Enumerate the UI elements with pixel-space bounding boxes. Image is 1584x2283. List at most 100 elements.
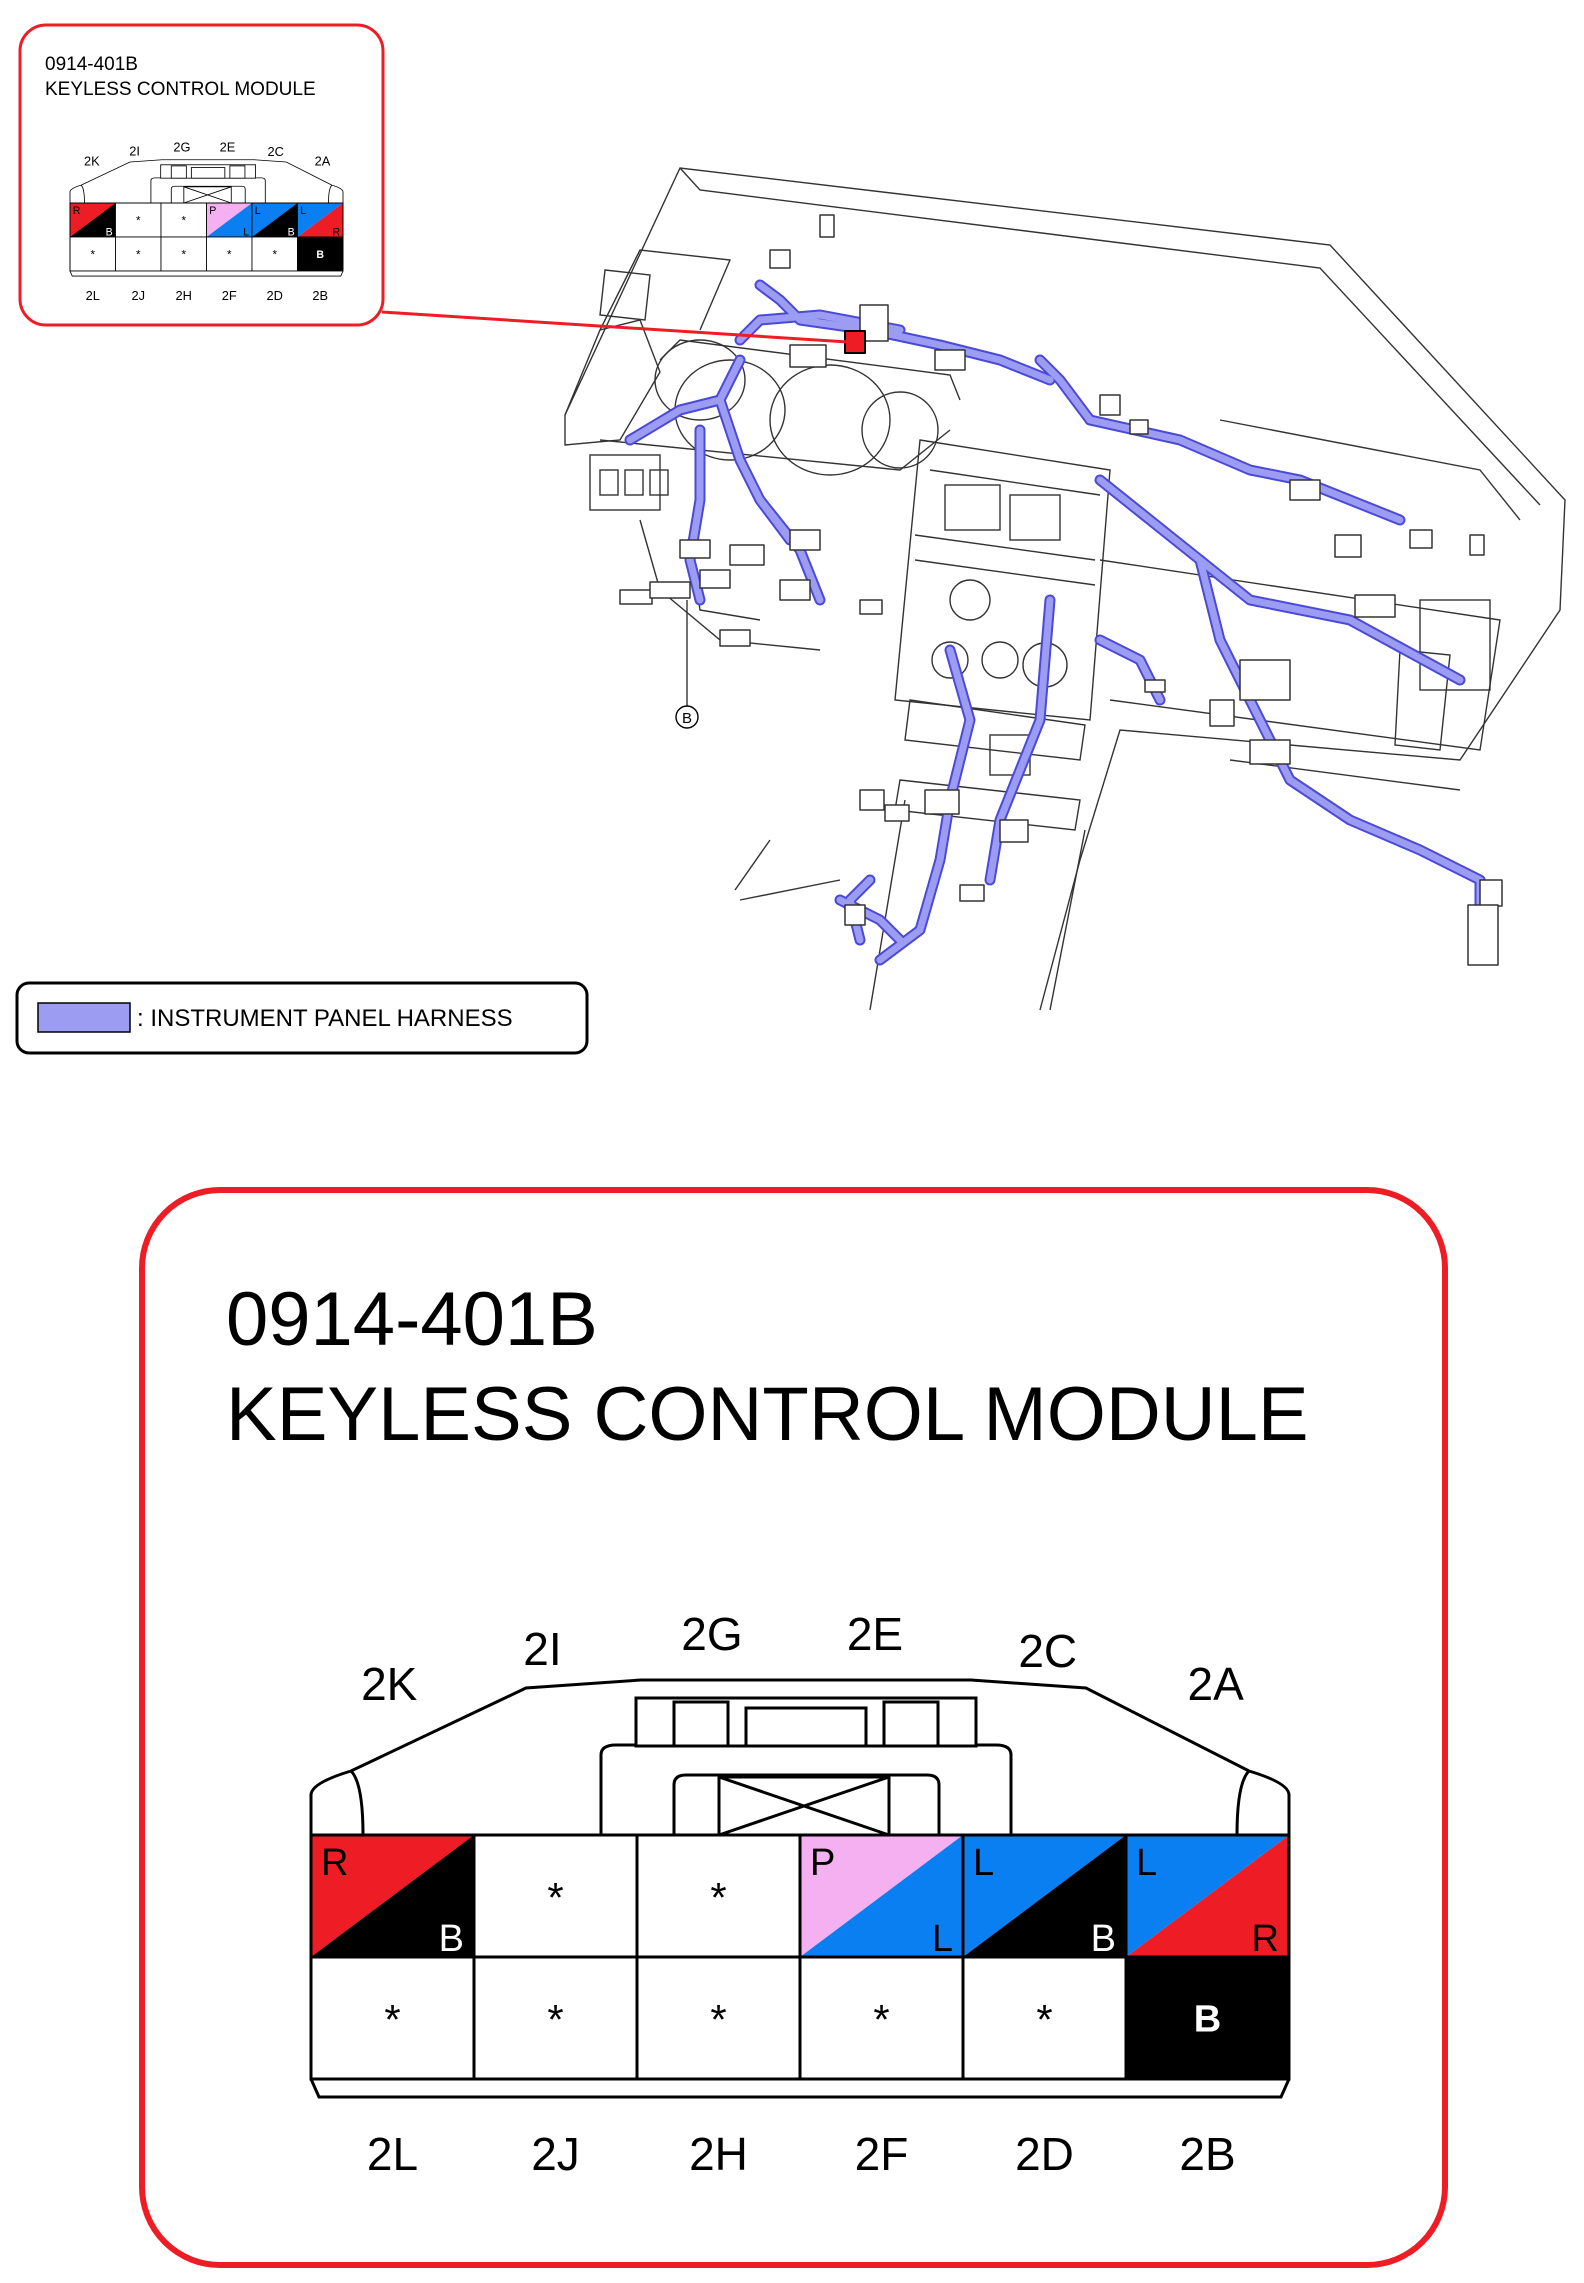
large-bottom-pin-label: 2F <box>855 2128 909 2180</box>
small-bottom-pin-label: 2J <box>131 288 145 303</box>
large-pin-2d: * <box>961 1955 1128 2081</box>
large-pin-unused-mark: * <box>384 1996 400 2043</box>
large-bottom-pin-label: 2D <box>1015 2128 1074 2180</box>
large-top-pin-label: 2G <box>681 1608 742 1660</box>
small-top-pin-label: 2A <box>315 153 331 168</box>
large-lock-tab-left <box>672 1700 730 1748</box>
small-pin-fill <box>161 237 207 271</box>
small-pin-unused-mark: * <box>136 214 141 227</box>
large-pin-2f: * <box>798 1955 965 2081</box>
small-pin-fill <box>70 237 116 271</box>
callout-marker-label: B <box>682 710 692 727</box>
small-pin-unused-mark: * <box>181 248 186 261</box>
small-pin-unused-mark: * <box>227 248 232 261</box>
small-pin-base-color: L <box>255 205 261 217</box>
large-bottom-pin-label: 2B <box>1179 2128 1235 2180</box>
small-bottom-pin-label: 2L <box>86 288 100 303</box>
large-pin-base-color: L <box>973 1842 994 1884</box>
large-pin-unused-mark: * <box>873 1996 889 2043</box>
small-bottom-rail <box>69 270 344 277</box>
large-bottom-pin-label: 2J <box>531 2128 580 2180</box>
large-pin-base-color: P <box>810 1842 835 1884</box>
small-pin-2i: * <box>115 202 162 238</box>
small-pin-2l: * <box>69 236 116 272</box>
large-bottom-rail <box>309 2078 1291 2099</box>
large-pin-2l: * <box>309 1955 476 2081</box>
small-pin-unused-mark: * <box>181 214 186 227</box>
large-connector-code: 0914-401B <box>226 1277 598 1362</box>
small-pin-stripe-bottom <box>206 203 252 237</box>
small-pin-2g: * <box>160 202 207 238</box>
small-pin-2d: * <box>251 236 298 272</box>
small-pin-unused-mark: * <box>90 248 95 261</box>
small-pin-2a: LR <box>297 202 344 238</box>
small-pin-wire-color: B <box>316 249 324 261</box>
large-cell-grid-border <box>309 1833 1291 2081</box>
instrument-panel-illustration <box>564 167 1566 1011</box>
large-pin-unused-mark: * <box>710 1874 726 1921</box>
large-pin-2e: PL <box>798 1833 965 1960</box>
small-pin-2h: * <box>160 236 207 272</box>
large-right-ear <box>1235 1769 1251 1836</box>
small-pin-2c: LB <box>251 202 298 238</box>
large-latch-cross-b <box>718 1775 890 1837</box>
large-pin-stripe-color: B <box>439 1918 464 1960</box>
small-pin-fill <box>161 203 207 237</box>
small-pin-stripe-bottom <box>252 203 298 237</box>
small-pin-fill <box>252 237 298 271</box>
large-pin-unused-mark: * <box>547 1996 563 2043</box>
large-bottom-pin-label: 2H <box>689 2128 748 2180</box>
large-top-pin-label: 2A <box>1188 1658 1245 1710</box>
small-latch-cross-b <box>183 186 232 204</box>
large-bottom-pin-label: 2L <box>367 2128 418 2180</box>
small-lock-tab-left <box>170 165 187 179</box>
legend-harness-swatch <box>37 1002 131 1033</box>
large-pin-fill <box>963 1957 1126 2079</box>
large-pin-base-color: R <box>321 1842 348 1884</box>
small-pin-stripe-color: B <box>288 226 295 238</box>
small-bottom-pin-label: 2B <box>312 288 328 303</box>
large-top-pin-label: 2K <box>361 1658 418 1710</box>
small-bottom-pin-label: 2D <box>267 288 283 303</box>
small-pin-base-color: R <box>73 205 81 217</box>
small-pin-2e: PL <box>206 202 253 238</box>
large-pin-stripe-color: R <box>1252 1918 1279 1960</box>
large-lock-tab-right <box>882 1700 940 1748</box>
small-pin-stripe-bottom <box>297 203 343 237</box>
small-pin-2f: * <box>206 236 253 272</box>
large-pin-2c: LB <box>961 1833 1128 1960</box>
small-pin-stripe-color: B <box>106 226 113 238</box>
small-top-pin-label: 2C <box>267 144 283 159</box>
large-top-pin-label: 2E <box>847 1608 903 1660</box>
small-top-pin-label: 2E <box>220 139 236 154</box>
large-pin-2i: * <box>472 1833 639 1959</box>
large-pin-fill <box>311 1957 474 2079</box>
large-pin-2h: * <box>635 1955 802 2081</box>
small-bottom-pin-label: 2H <box>176 288 192 303</box>
instrument-panel-harness-illustration <box>619 214 1503 966</box>
large-pin-2g: * <box>635 1833 802 1959</box>
small-pin-2k: RB <box>69 202 116 238</box>
large-pin-fill <box>637 1957 800 2079</box>
large-pin-unused-mark: * <box>1036 1996 1052 2043</box>
large-pin-2k: RB <box>309 1833 476 1960</box>
large-connector-name: KEYLESS CONTROL MODULE <box>226 1372 1309 1457</box>
small-pin-stripe-color: L <box>243 226 249 238</box>
small-pin-2j: * <box>115 236 162 272</box>
small-lock-tab-right <box>229 165 246 179</box>
small-pin-2b: B <box>297 236 344 272</box>
large-pin-stripe-bottom <box>1126 1835 1289 1957</box>
large-pin-fill <box>474 1957 637 2079</box>
large-pin-2a: LR <box>1124 1833 1291 1960</box>
large-top-pin-label: 2C <box>1018 1625 1077 1677</box>
callout-leader-line <box>381 310 849 344</box>
legend-box <box>15 981 589 1055</box>
small-pin-stripe-color: R <box>333 226 341 238</box>
small-pin-stripe-bottom <box>70 203 116 237</box>
small-top-pin-label: 2K <box>84 153 100 168</box>
small-pin-fill <box>115 203 161 237</box>
large-pin-stripe-bottom <box>311 1835 474 1957</box>
large-lock-tab-center <box>744 1706 868 1748</box>
